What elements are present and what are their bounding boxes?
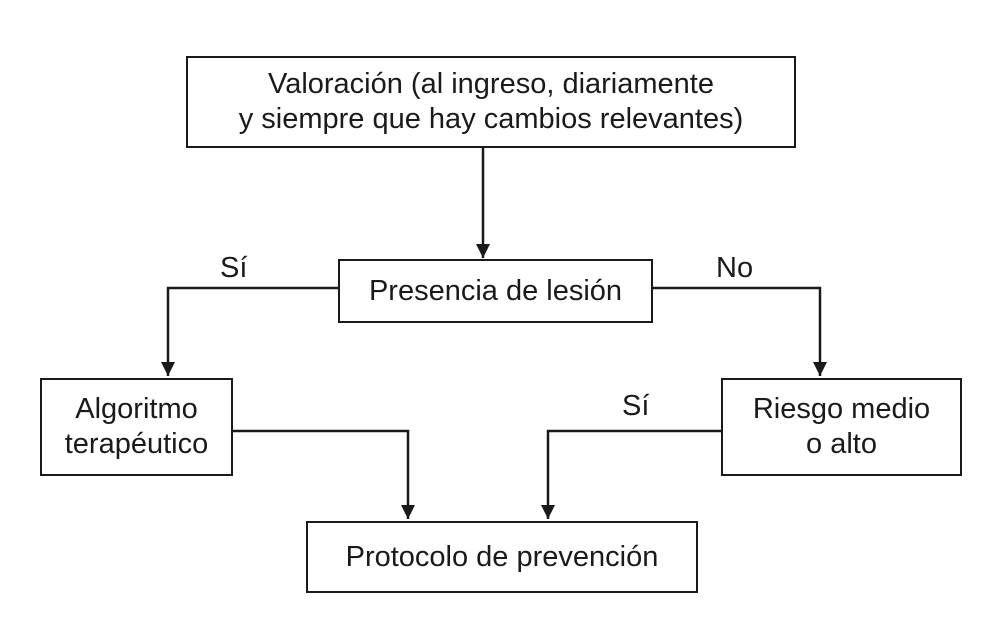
algorithm-line-2: terapéutico: [64, 428, 209, 460]
assessment-line-2: y siempre que hay cambios relevantes): [238, 103, 744, 135]
assessment-box: Valoración (al ingreso, diariamente y si…: [186, 56, 796, 148]
edge-label-lesion-yes: Sí: [220, 252, 248, 284]
risk-line-2: o alto: [806, 428, 877, 460]
arrow-algorithm-to-prevention: [232, 429, 415, 519]
lesion-presence-box: Presencia de lesión: [338, 259, 653, 323]
edge-label-risk-yes: Sí: [622, 390, 650, 422]
arrow-lesion-yes-to-algorithm: [161, 286, 338, 376]
therapeutic-algorithm-box: Algoritmo terapéutico: [40, 378, 233, 476]
algorithm-line-1: Algoritmo: [75, 393, 198, 425]
assessment-line-1: Valoración (al ingreso, diariamente: [268, 68, 714, 100]
arrow-lesion-no-to-risk: [652, 286, 827, 376]
prevention-protocol-label: Protocolo de prevención: [345, 540, 659, 573]
prevention-protocol-box: Protocolo de prevención: [306, 521, 698, 593]
risk-line-1: Riesgo medio: [752, 393, 931, 425]
risk-box: Riesgo medio o alto: [721, 378, 962, 476]
lesion-presence-label: Presencia de lesión: [368, 274, 623, 307]
edge-label-lesion-no: No: [716, 252, 754, 284]
arrow-risk-yes-to-prevention: [541, 429, 722, 519]
